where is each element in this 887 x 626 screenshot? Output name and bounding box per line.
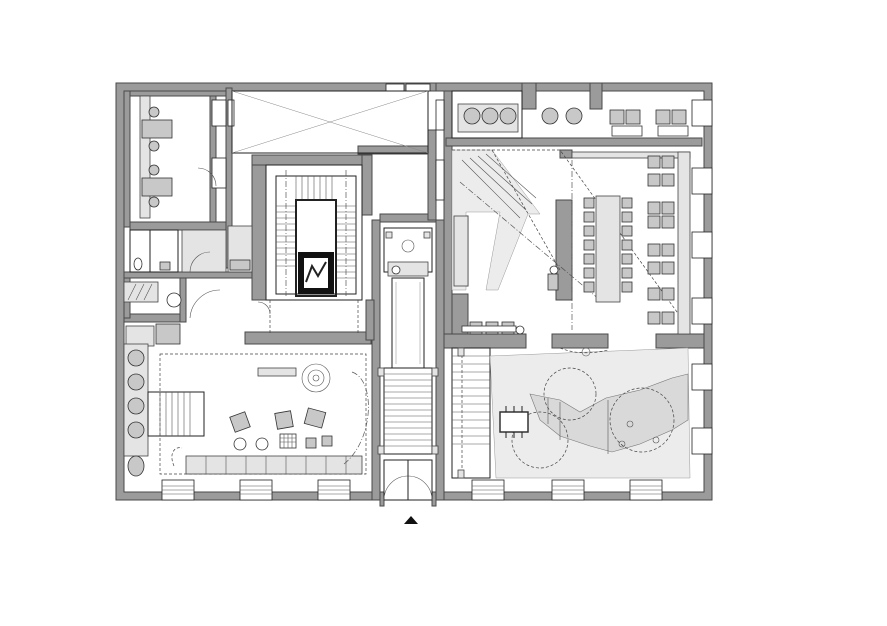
- windows-top-left: [211, 83, 445, 201]
- windows-bottom-facade: [161, 479, 663, 501]
- interior-walls-left: [123, 87, 437, 345]
- entry-corridor: [383, 227, 433, 501]
- office-top-left: [139, 95, 217, 219]
- lounge-bottom-left: [123, 300, 369, 477]
- structural-columns: [377, 231, 465, 479]
- terrace-top-right: [451, 90, 689, 139]
- room-bottom-right: [451, 347, 691, 479]
- main-hall-right: [451, 149, 691, 335]
- triangle-up-icon: [404, 516, 418, 524]
- stair-core-left: [265, 164, 363, 301]
- void-open-to-below: [231, 90, 429, 154]
- windows-right-facade: [691, 99, 713, 455]
- wc-block: [123, 225, 253, 319]
